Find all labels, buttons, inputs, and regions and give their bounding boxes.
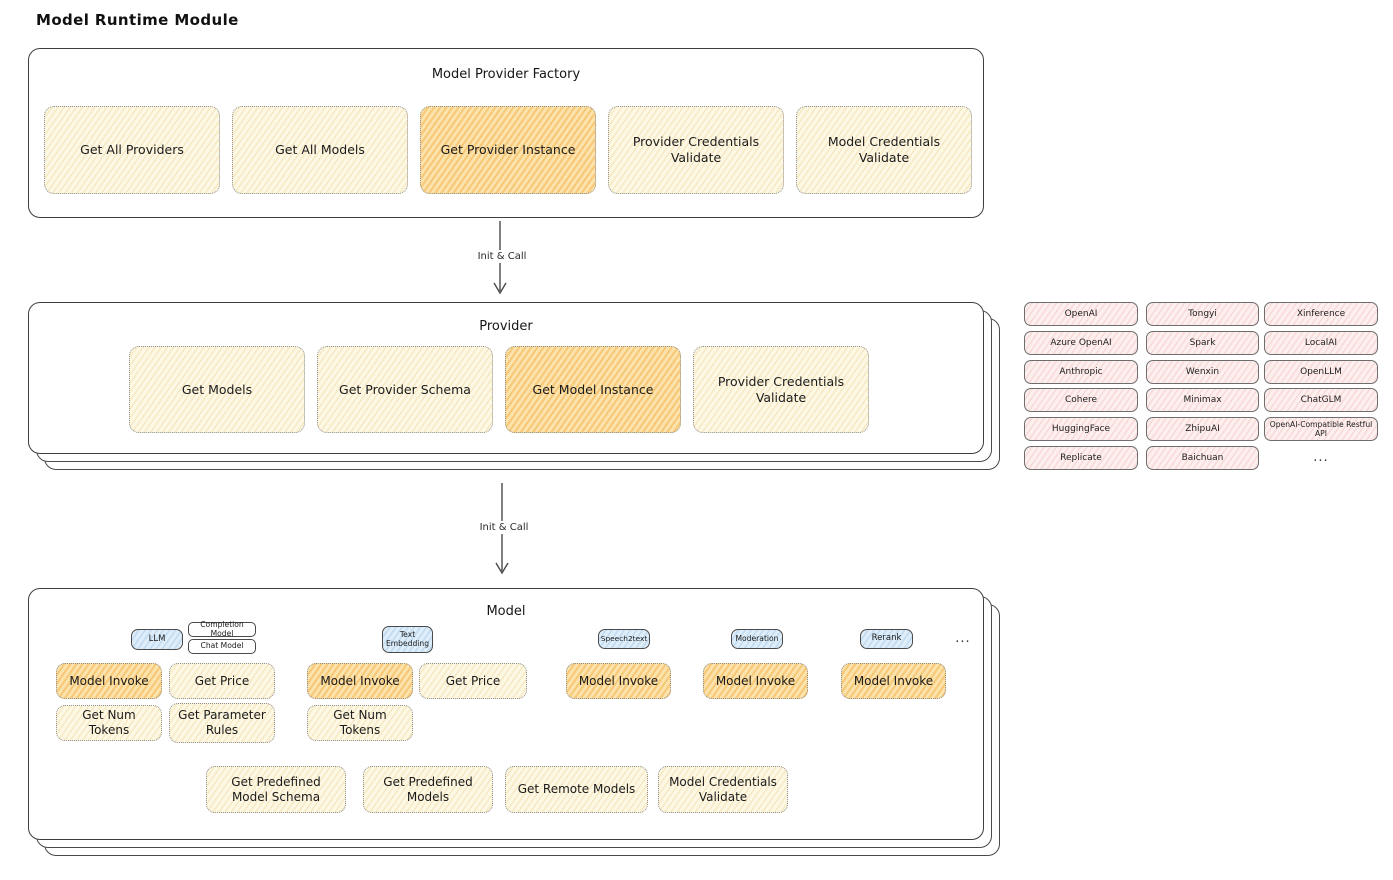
node-rerank-model-invoke: Model Invoke	[841, 663, 946, 699]
provider-chip-huggingface: HuggingFace	[1024, 417, 1138, 441]
node-embedding-get-num-tokens: Get Num Tokens	[307, 705, 413, 741]
provider-chip-chatglm: ChatGLM	[1264, 388, 1378, 412]
provider-chip-openllm: OpenLLM	[1264, 360, 1378, 384]
node-model-credentials-validate-2: Model Credentials Validate	[658, 766, 788, 813]
provider-chip-zhipuai: ZhipuAI	[1146, 417, 1259, 441]
node-get-models: Get Models	[129, 346, 305, 433]
tag-speech2text: Speech2text	[598, 629, 650, 649]
node-get-all-providers: Get All Providers	[44, 106, 220, 194]
provider-chip-cohere: Cohere	[1024, 388, 1138, 412]
node-moderation-model-invoke: Model Invoke	[703, 663, 808, 699]
provider-chip-minimax: Minimax	[1146, 388, 1259, 412]
node-get-model-instance: Get Model Instance	[505, 346, 681, 433]
provider-chip-anthropic: Anthropic	[1024, 360, 1138, 384]
factory-panel-title: Model Provider Factory	[431, 67, 581, 82]
node-provider-credentials-validate-2: Provider Credentials Validate	[693, 346, 869, 433]
provider-chip-azure-openai: Azure OpenAI	[1024, 331, 1138, 355]
tag-text-embedding: Text Embedding	[382, 626, 433, 653]
node-get-predefined-model-schema: Get Predefined Model Schema	[206, 766, 346, 813]
node-get-all-models: Get All Models	[232, 106, 408, 194]
factory-panel: Model Provider Factory Get All Providers…	[28, 48, 984, 218]
provider-chip-tongyi: Tongyi	[1146, 302, 1259, 326]
tags-more-ellipsis: ...	[955, 631, 971, 646]
node-provider-credentials-validate: Provider Credentials Validate	[608, 106, 784, 194]
node-llm-get-price: Get Price	[169, 663, 275, 699]
provider-panel: Provider Get Models Get Provider Schema …	[28, 302, 984, 454]
init-call-label-1: Init & Call	[468, 250, 536, 263]
tag-llm: LLM	[131, 629, 183, 650]
provider-chip-wenxin: Wenxin	[1146, 360, 1259, 384]
node-get-predefined-models: Get Predefined Models	[363, 766, 493, 813]
node-llm-model-invoke: Model Invoke	[56, 663, 162, 699]
tag-rerank: Rerank	[860, 629, 913, 649]
provider-chip-baichuan: Baichuan	[1146, 446, 1259, 470]
node-embedding-model-invoke: Model Invoke	[307, 663, 413, 699]
tag-moderation: Moderation	[731, 629, 783, 649]
diagram-title: Model Runtime Module	[36, 11, 239, 29]
node-get-remote-models: Get Remote Models	[505, 766, 648, 813]
tag-chat-model: Chat Model	[188, 639, 256, 654]
init-call-label-2: Init & Call	[470, 521, 538, 534]
node-get-provider-instance: Get Provider Instance	[420, 106, 596, 194]
node-get-provider-schema: Get Provider Schema	[317, 346, 493, 433]
provider-chip-xinference: Xinference	[1264, 302, 1378, 326]
node-llm-get-num-tokens: Get Num Tokens	[56, 705, 162, 741]
node-speech2text-model-invoke: Model Invoke	[566, 663, 671, 699]
model-panel-title: Model	[486, 604, 526, 619]
provider-chip-localai: LocalAI	[1264, 331, 1378, 355]
tag-completion-model: Completion Model	[188, 620, 256, 637]
provider-chip-spark: Spark	[1146, 331, 1259, 355]
provider-chip-openai: OpenAI	[1024, 302, 1138, 326]
node-embedding-get-price: Get Price	[419, 663, 527, 699]
model-panel: Model LLM Completion Model Chat Model Te…	[28, 588, 984, 840]
providers-more-ellipsis: ...	[1313, 450, 1329, 465]
provider-panel-title: Provider	[479, 319, 533, 334]
provider-chip-replicate: Replicate	[1024, 446, 1138, 470]
node-model-credentials-validate: Model Credentials Validate	[796, 106, 972, 194]
node-llm-get-parameter-rules: Get Parameter Rules	[169, 703, 275, 743]
provider-chip-openai-compatible: OpenAI-Compatible Restful API	[1264, 417, 1378, 441]
